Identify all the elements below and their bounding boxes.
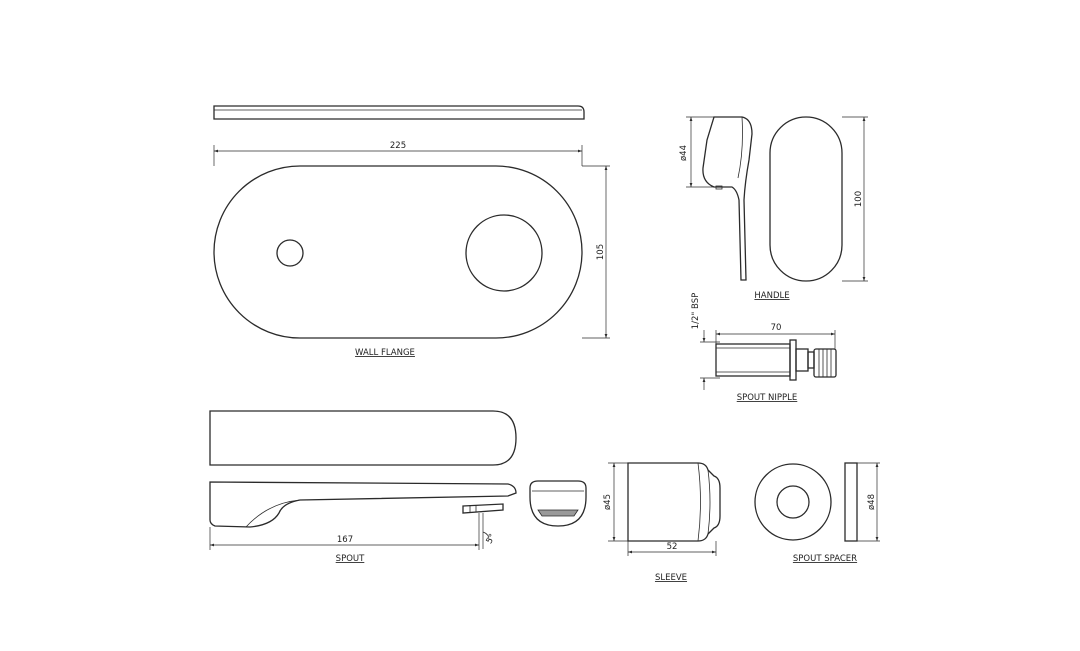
sleeve-diameter-dimension: ø45 xyxy=(603,462,628,542)
spout-spacer-group: ø48 SPOUT SPACER xyxy=(754,462,880,564)
sleeve-diameter-text: ø45 xyxy=(603,494,613,510)
sleeve-length-dimension: 52 xyxy=(627,541,717,556)
spacer-side-view xyxy=(844,462,858,542)
handle-group: ø44 100 HANDLE xyxy=(679,116,868,301)
spout-length-text: 167 xyxy=(337,535,353,545)
handle-front-view xyxy=(769,116,843,282)
spout-side-view xyxy=(209,481,517,528)
nipple-thread-dimension: 1/2" BSP xyxy=(691,293,720,390)
small-outlet-hole xyxy=(276,239,304,267)
sleeve-label: SLEEVE xyxy=(655,573,687,583)
handle-diameter-text: ø44 xyxy=(679,145,689,161)
spout-length-dimension: 167 xyxy=(209,513,480,550)
large-outlet-hole xyxy=(465,214,543,292)
spout-angle-dimension: 5° xyxy=(482,513,498,549)
spout-nipple-label: SPOUT NIPPLE xyxy=(737,393,798,403)
spout-nipple-drawing xyxy=(715,339,837,381)
nipple-length-dimension: 70 xyxy=(715,323,836,350)
handle-label: HANDLE xyxy=(754,291,789,301)
flange-width-text: 225 xyxy=(390,141,406,151)
spout-group: 167 5° SPOUT xyxy=(209,410,587,564)
sleeve-group: ø45 52 SLEEVE xyxy=(603,462,721,583)
wall-flange-front-view xyxy=(213,165,583,339)
handle-side-view xyxy=(702,116,753,281)
spacer-front-inner xyxy=(776,485,810,519)
nipple-length-text: 70 xyxy=(771,323,782,333)
spout-label: SPOUT xyxy=(336,554,365,564)
spacer-front-outer xyxy=(754,463,832,541)
spout-end-view xyxy=(529,480,587,527)
flange-width-dimension: 225 xyxy=(213,141,583,166)
spout-spacer-label: SPOUT SPACER xyxy=(793,554,857,564)
spout-top-view xyxy=(209,410,517,466)
spacer-diameter-dimension: ø48 xyxy=(857,462,880,542)
wall-flange-group: 225 105 WALL FLANGE xyxy=(213,105,610,358)
handle-height-text: 100 xyxy=(854,191,864,207)
spacer-diameter-text: ø48 xyxy=(867,494,877,510)
handle-height-dimension: 100 xyxy=(842,116,868,282)
wall-flange-top-view xyxy=(213,105,585,120)
sleeve-drawing xyxy=(627,462,721,542)
spout-nipple-group: 1/2" BSP 70 SPOUT NIPPLE xyxy=(691,293,837,403)
nipple-thread-text: 1/2" BSP xyxy=(691,293,701,330)
wall-flange-label: WALL FLANGE xyxy=(355,348,415,358)
flange-height-text: 105 xyxy=(596,244,606,260)
sleeve-length-text: 52 xyxy=(667,542,678,552)
spout-angle-text: 5° xyxy=(485,532,498,545)
handle-diameter-dimension: ø44 xyxy=(679,116,716,188)
flange-height-dimension: 105 xyxy=(582,165,610,339)
